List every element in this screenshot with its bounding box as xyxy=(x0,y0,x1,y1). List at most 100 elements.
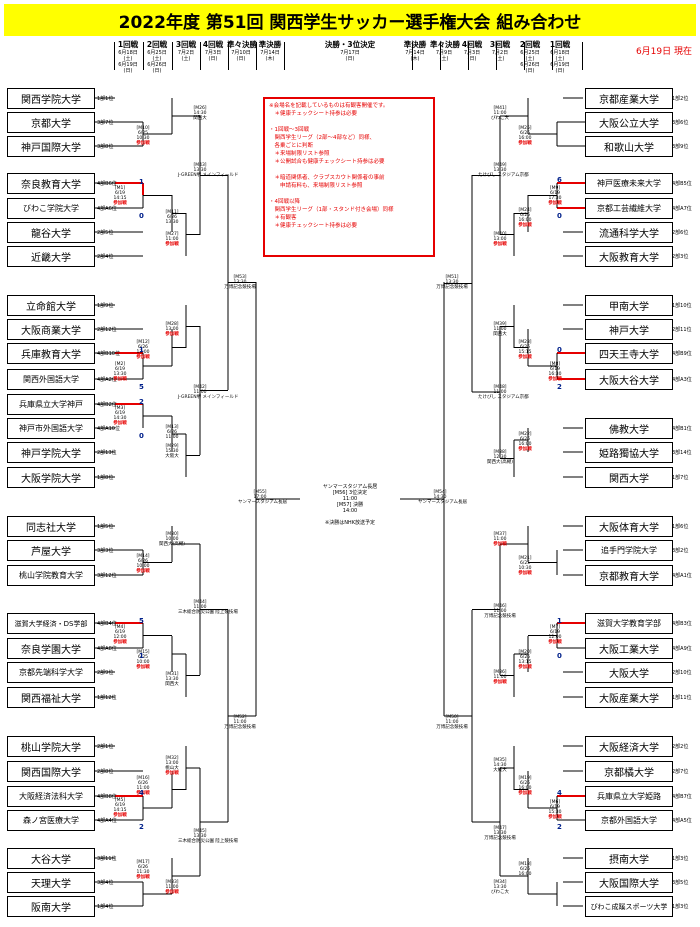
right-match-time: 11:00 xyxy=(445,720,459,725)
header-right-1-round: 準々決勝 xyxy=(430,40,460,49)
right-match-time: 11:00 xyxy=(493,675,507,680)
header-left-4-round: 準々決勝 xyxy=(227,40,257,49)
header-right-5-dow2: (日) xyxy=(555,68,565,74)
right-team: 兵庫県立大学姫路 xyxy=(585,786,673,807)
left-team: 神戸市外国語大学 xyxy=(7,418,95,439)
left-team-seed: 1部9位 xyxy=(97,303,114,309)
score: 5 xyxy=(139,383,144,391)
right-match-code: [M19] xyxy=(518,776,532,781)
left-team: 滋賀大学経済・DS学部 xyxy=(7,613,95,634)
right-team-seed: 1部6位 xyxy=(672,524,689,530)
notice-line: ※会場名を記載しているものは有観客開催です。 xyxy=(269,103,389,109)
right-match-time: 11:00 xyxy=(493,390,507,395)
right-team-seed: 4部A1位 xyxy=(672,573,692,579)
left-match-time: 6/26 xyxy=(137,865,149,870)
right-match-venue: 万博記念競技場 xyxy=(484,614,516,619)
left-team-seed: 3部7位 xyxy=(97,120,114,126)
left-team: 大阪学院大学 xyxy=(7,467,95,488)
final-info-line: 14:00 xyxy=(342,508,358,514)
left-team: 関西国際大学 xyxy=(7,761,95,782)
right-match-venue: 万博記念競技場 xyxy=(436,725,468,730)
right-match-venue: 17:30 xyxy=(548,196,562,201)
right-team: 和歌山大学 xyxy=(585,136,673,157)
right-match-code: [M54] xyxy=(433,490,447,495)
header-left-0-round: 1回戦 xyxy=(117,40,139,49)
notice-box: ※会場名を記載しているものは有観客開催です。 ＊健康チェックシート持参は必要 ・… xyxy=(263,97,435,257)
left-match-time: 6/26 xyxy=(166,430,178,435)
left-team-seed: 2部5位 xyxy=(97,230,114,236)
right-match-code: [M23] xyxy=(518,340,532,345)
right-match-time: 6/19 xyxy=(549,630,561,635)
right-match-time: 13:30 xyxy=(493,168,507,173)
left-team: 桃山学院教育大学 xyxy=(7,565,95,586)
right-match-venue: びわこ大 xyxy=(491,890,509,895)
left-match-venue: 14:30 xyxy=(113,416,127,421)
right-team-seed: 1部3位 xyxy=(672,856,689,862)
left-match-result: 参加戦 xyxy=(165,242,179,247)
header-right-1-dow: (土) xyxy=(439,56,449,62)
left-match-venue: 10:30 xyxy=(136,136,150,141)
left-team-seed: 4部A4位 xyxy=(97,818,117,824)
left-match-venue: 13:30 xyxy=(113,372,127,377)
header-left-2-dow: (土) xyxy=(181,56,191,62)
left-match-venue: 関西大(高槻) xyxy=(158,542,185,547)
right-match-code: [M18] xyxy=(518,862,532,867)
left-match-result: 参加戦 xyxy=(136,569,150,574)
right-match-code: [M38] xyxy=(493,450,507,455)
left-team: 神戸学院大学 xyxy=(7,442,95,463)
right-match-time: 6/25 xyxy=(519,561,531,566)
left-match-venue: 11:00 xyxy=(165,435,179,440)
header-right-5-date2: 6月19日 xyxy=(550,62,570,68)
left-team-seed: 2部12位 xyxy=(97,327,117,333)
right-team: 四天王寺大学 xyxy=(585,343,673,364)
right-team: 佛教大学 xyxy=(585,418,673,439)
header-left-0-date2: 6月19日 xyxy=(118,62,138,68)
left-match-result: 参加戦 xyxy=(136,875,150,880)
right-match-code: [M7] xyxy=(549,625,561,630)
left-match-venue: 11:00 xyxy=(136,786,150,791)
right-team: 大阪経済大学 xyxy=(585,736,673,757)
right-match-result: 参加戦 xyxy=(518,447,532,452)
left-match-code: [M31] xyxy=(165,672,179,677)
right-team: 大阪国際大学 xyxy=(585,872,673,893)
left-match-time: 17:00 xyxy=(253,495,267,500)
right-match-code: [M21] xyxy=(518,556,532,561)
left-team-seed: 4部B4位 xyxy=(97,621,117,627)
header-right-0-date: 7月14日 xyxy=(405,50,425,56)
left-match-time: 6/26 xyxy=(137,345,149,350)
left-match-time: 13:00 xyxy=(165,761,179,766)
right-match-code: [M8] xyxy=(549,362,561,367)
header-right-1-date: 7月9日 xyxy=(435,50,453,56)
left-match-time: 6/26 xyxy=(166,215,178,220)
header-divider xyxy=(524,42,525,70)
right-match-venue: 16:00 xyxy=(518,872,532,877)
right-team: 神戸医療未来大学 xyxy=(585,173,673,194)
notice-line: ＊暗道関係者、クラブスカウト関係者の事前 xyxy=(269,175,385,181)
right-match-time: 6/26 xyxy=(519,781,531,786)
left-team: 芦屋大学 xyxy=(7,540,95,561)
right-match-result: 参加戦 xyxy=(518,665,532,670)
right-match-time: 6/26 xyxy=(519,131,531,136)
left-match-time: 13:30 xyxy=(165,677,179,682)
right-match-venue: たけびし スタジアム京都 xyxy=(478,395,529,400)
left-match-venue: 13:00 xyxy=(136,350,150,355)
right-match-result: 参加戦 xyxy=(518,571,532,576)
